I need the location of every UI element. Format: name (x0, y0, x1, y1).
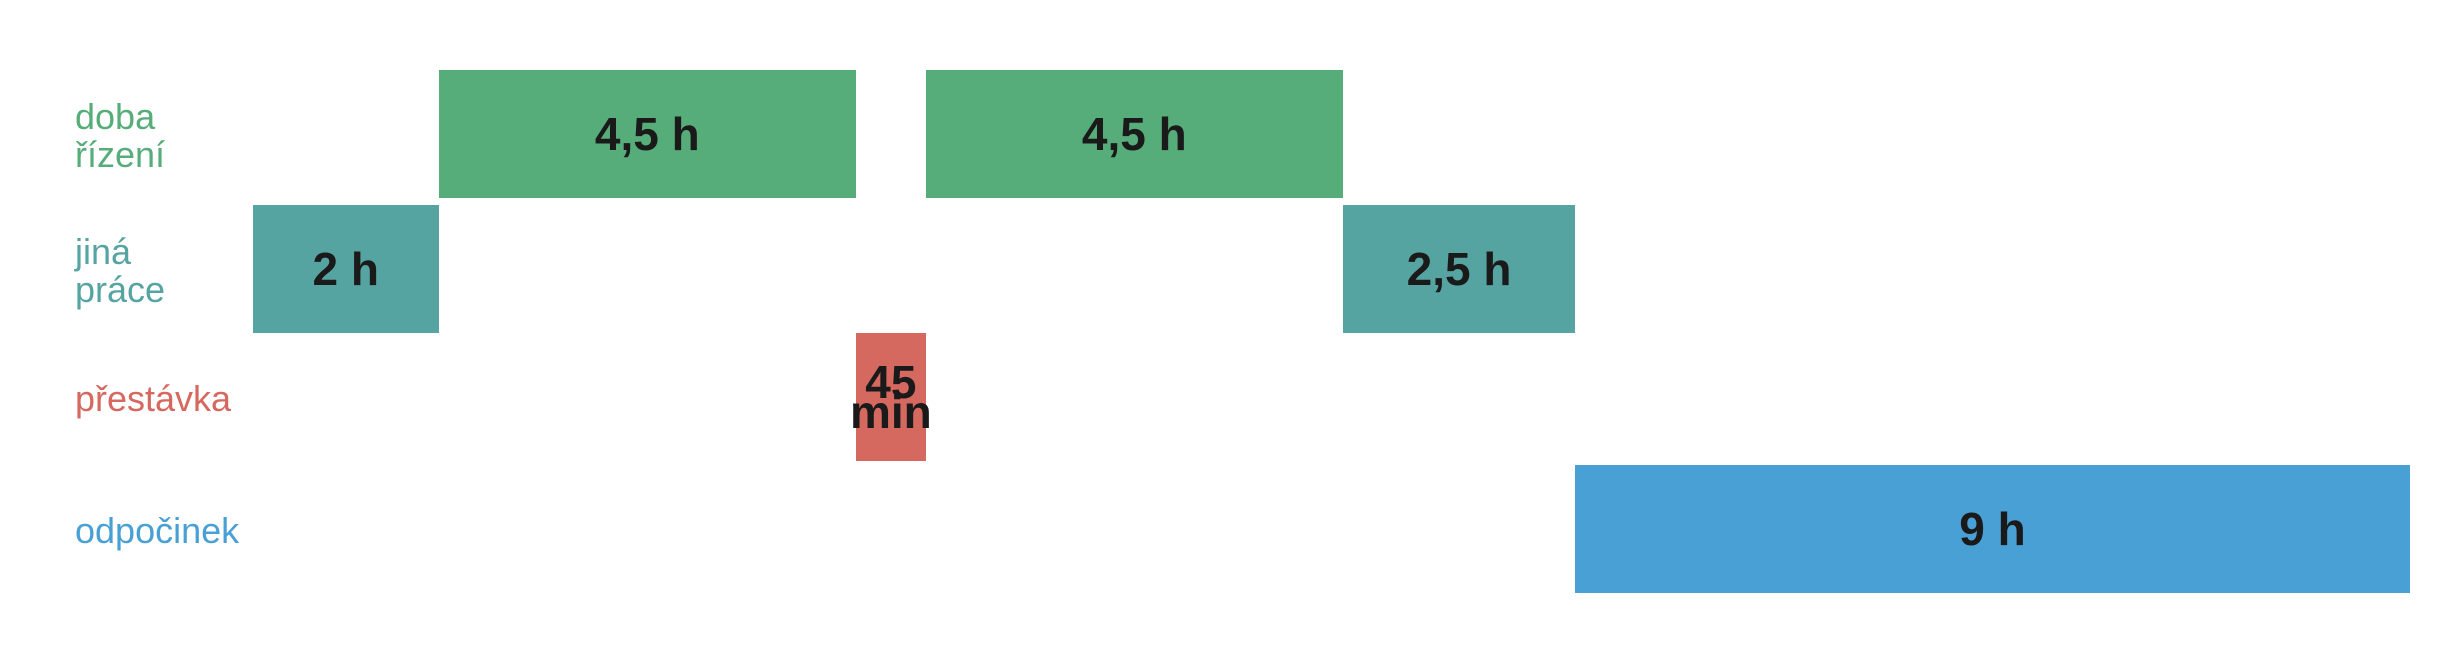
bar-label: 2 h (312, 243, 379, 295)
bar-label: 45 min (849, 356, 932, 438)
bar-label: 4,5 h (1081, 108, 1187, 160)
bar-rizeni-3: 4,5 h (925, 70, 1344, 198)
row-label-line: práce (75, 269, 166, 310)
bar-label: 9 h (1959, 503, 2026, 555)
bar-label: 2,5 h (1406, 243, 1512, 295)
row-label-odpocinek: odpočinek (75, 512, 239, 550)
bar-odpocinek-5: 9 h (1575, 465, 2410, 593)
row-label-line: přestávka (75, 378, 232, 419)
row-label-line: řízení (75, 134, 166, 175)
row-label-prestavka: přestávka (75, 380, 231, 418)
row-label-line: jiná (75, 231, 132, 272)
bar-prestavka-2: 45 min (850, 333, 932, 461)
row-label-line: odpočinek (75, 510, 240, 551)
bar-label: 4,5 h (594, 108, 700, 160)
bar-prace-0: 2 h (253, 205, 439, 333)
row-label-line: doba (75, 96, 156, 137)
bar-rizeni-1: 4,5 h (438, 70, 857, 198)
bar-prace-4: 2,5 h (1343, 205, 1576, 333)
